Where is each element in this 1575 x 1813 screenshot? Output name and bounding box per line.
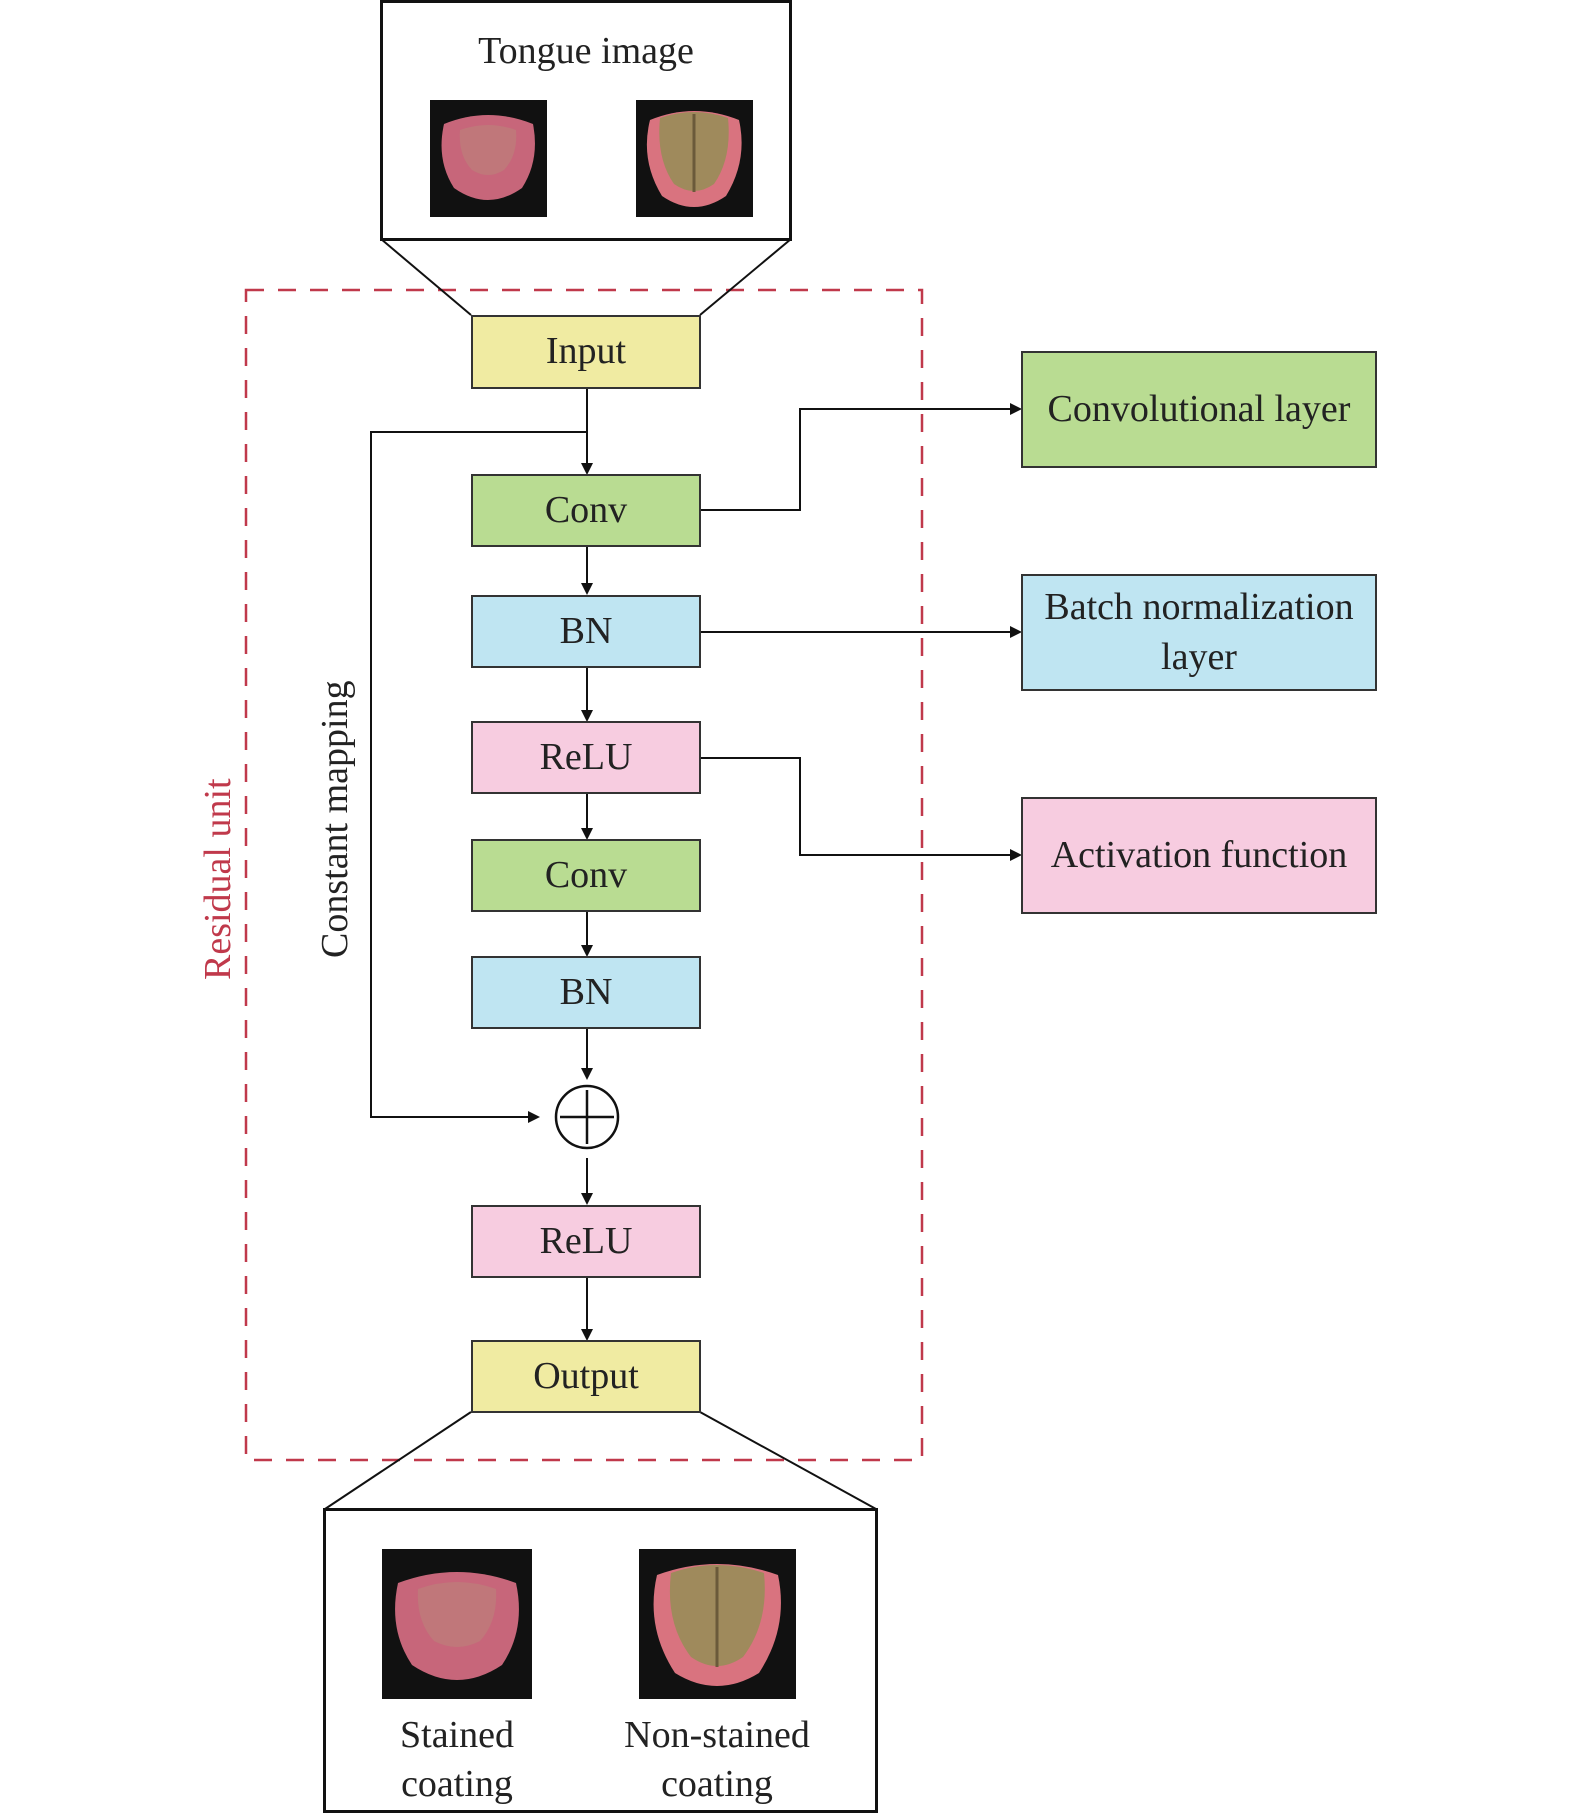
output-classification-panel: Stained coating Non-stained coating [323,1508,878,1813]
output-node: Output [471,1340,701,1413]
conv-node-2: Conv [471,839,701,912]
legend-batch-normalization-layer-text: Batch normalization layer [1044,586,1354,678]
constant-mapping-label: Constant mapping [314,680,356,958]
residual-unit-label: Residual unit [197,778,239,980]
legend-convolutional-layer: Convolutional layer [1021,351,1377,468]
residual-unit-border [244,288,924,1462]
bn-node-1: BN [471,595,701,668]
tongue-image-stained-coating [382,1549,532,1699]
relu-node-1: ReLU [471,721,701,794]
nonstained-coating-caption: Non-stained coating [602,1711,832,1810]
legend-batch-normalization-layer: Batch normalization layer [1021,574,1377,691]
stained-coating-caption: Stained coating [362,1711,552,1810]
bn-node-2: BN [471,956,701,1029]
tongue-image-nonstained [636,100,753,217]
tongue-image-stained [430,100,547,217]
stained-coating-caption-text: Stained coating [400,1714,514,1806]
conv-node-1: Conv [471,474,701,547]
relu-node-2: ReLU [471,1205,701,1278]
legend-activation-function: Activation function [1021,797,1377,914]
tongue-image-panel: Tongue image [380,0,792,241]
legend-activation-function-text: Activation function [1050,833,1348,876]
nonstained-coating-caption-text: Non-stained coating [624,1714,810,1806]
tongue-image-title: Tongue image [478,30,694,72]
tongue-image-nonstained-coating [639,1549,796,1699]
input-node: Input [471,315,701,389]
legend-convolutional-layer-text: Convolutional layer [1047,387,1351,430]
